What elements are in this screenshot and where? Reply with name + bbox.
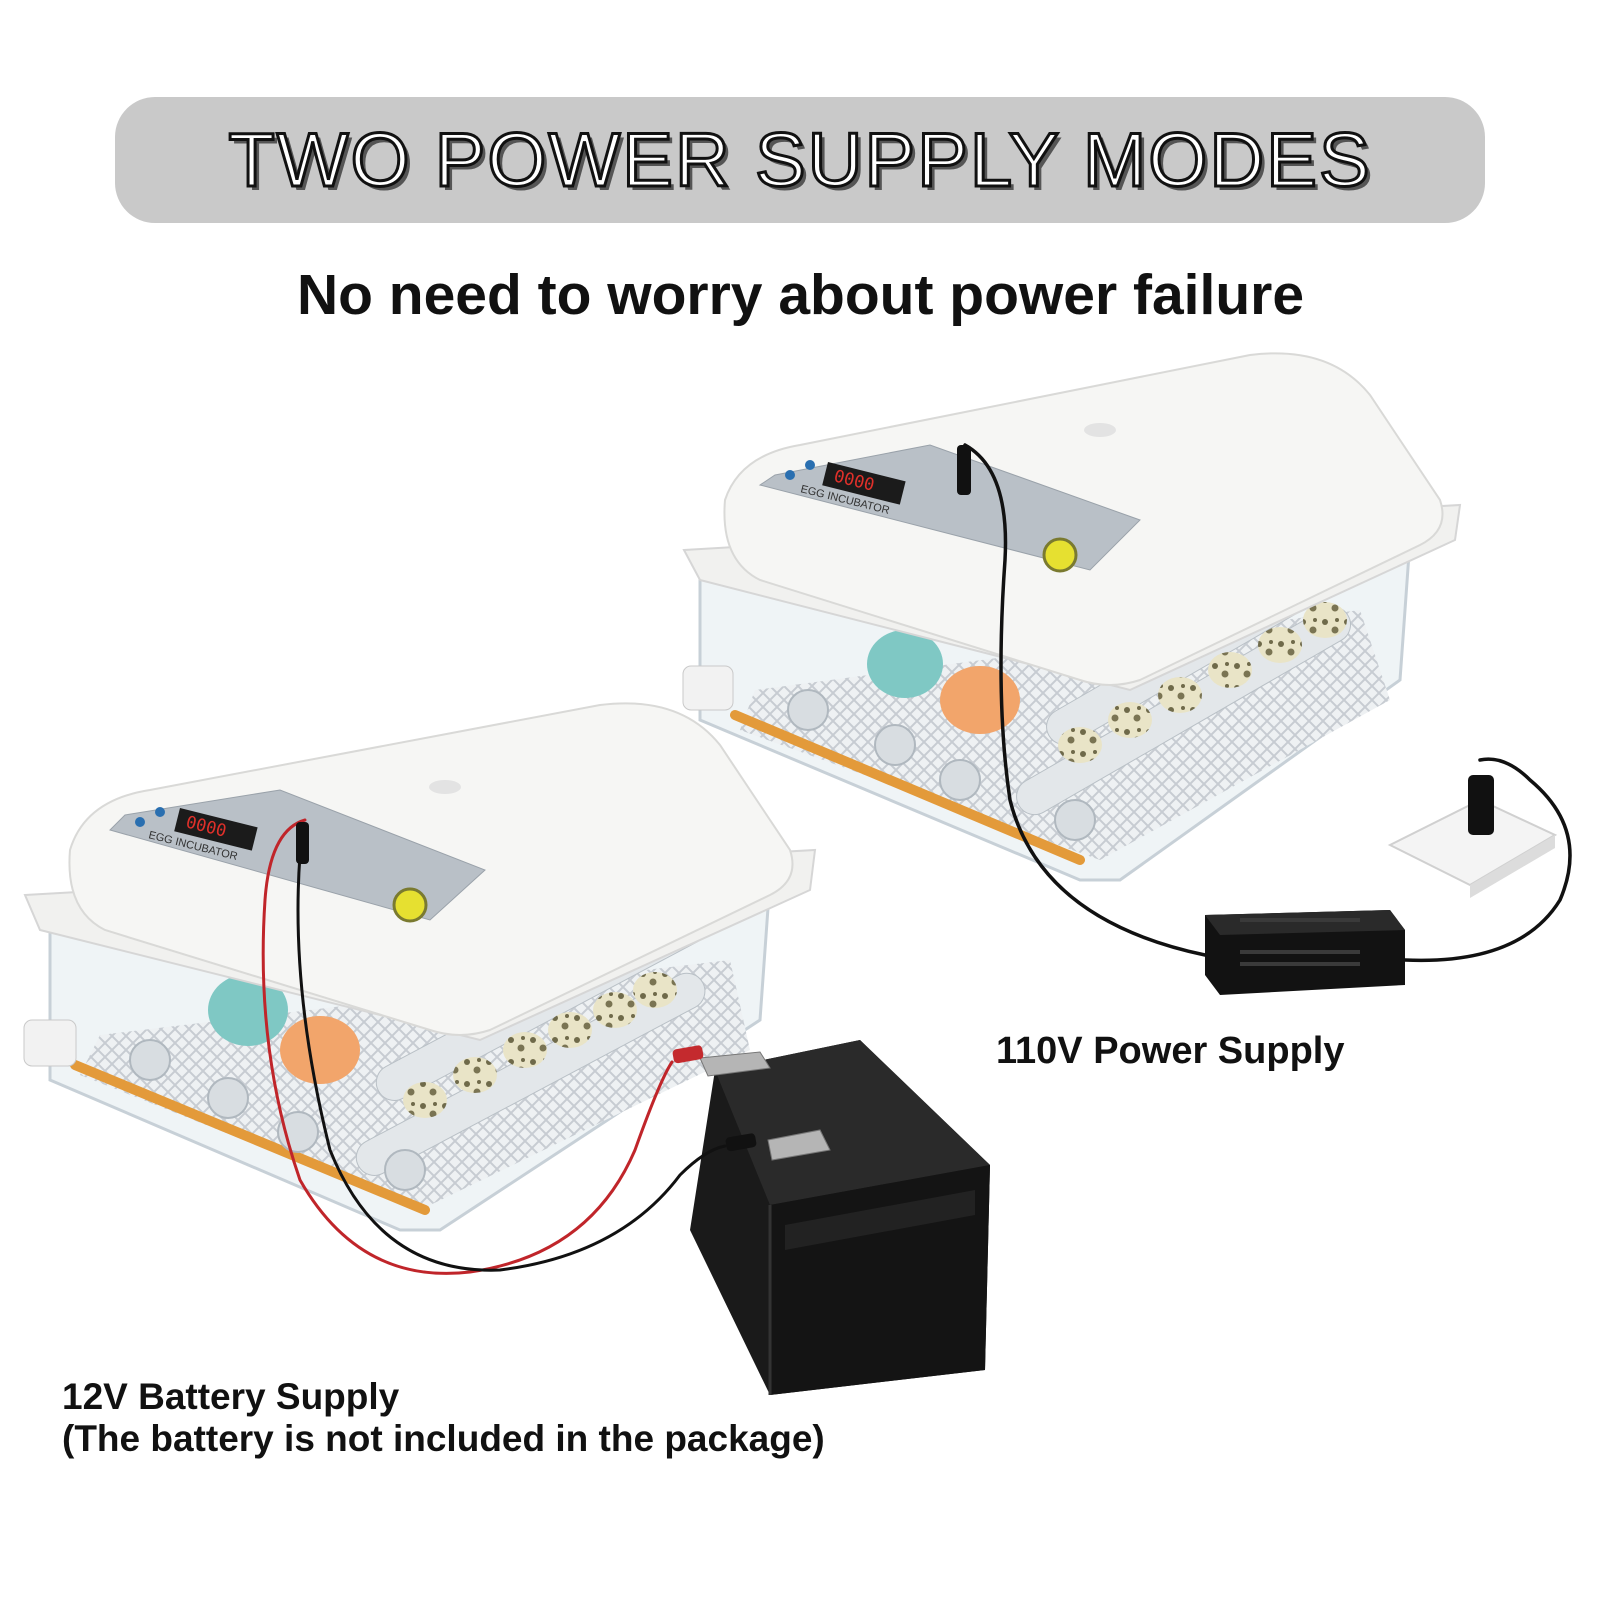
power-indicator	[1042, 537, 1078, 573]
wall-socket	[1387, 775, 1558, 898]
battery-clips	[672, 1045, 831, 1161]
subtitle: No need to worry about power failure	[296, 263, 1305, 327]
plug	[1468, 775, 1494, 835]
caption-12v-line2: (The battery is not included in the pack…	[62, 1418, 825, 1459]
title-text: TWO POWER SUPPLY MODES	[227, 116, 1372, 204]
dc-plug	[296, 822, 309, 864]
side-handle	[23, 1019, 77, 1067]
title-banner: TWO POWER SUPPLY MODES	[115, 97, 1485, 223]
incubator-right: 0000 EGG INCUBATOR	[682, 352, 1462, 882]
egg-orange	[940, 666, 1020, 734]
egg-orange	[280, 1016, 360, 1084]
caption-110v: 110V Power Supply	[996, 1030, 1345, 1072]
battery-cables	[261, 818, 727, 1275]
turning-gears	[787, 689, 1096, 841]
side-handle	[682, 665, 734, 711]
dc-plug	[957, 445, 971, 495]
caption-12v-line1: 12V Battery Supply	[62, 1376, 400, 1417]
egg-blue	[867, 630, 943, 698]
power-adapter	[1205, 910, 1405, 995]
power-cable	[963, 443, 1572, 963]
quail-eggs	[403, 972, 677, 1118]
quail-eggs	[1058, 602, 1347, 763]
incubator-left: 0000 EGG INCUBATOR	[23, 702, 817, 1232]
caption-12v: 12V Battery Supply (The battery is not i…	[62, 1376, 825, 1460]
battery	[690, 1040, 990, 1395]
control-panel: 0000 EGG INCUBATOR	[758, 444, 1141, 573]
power-indicator	[392, 887, 428, 923]
